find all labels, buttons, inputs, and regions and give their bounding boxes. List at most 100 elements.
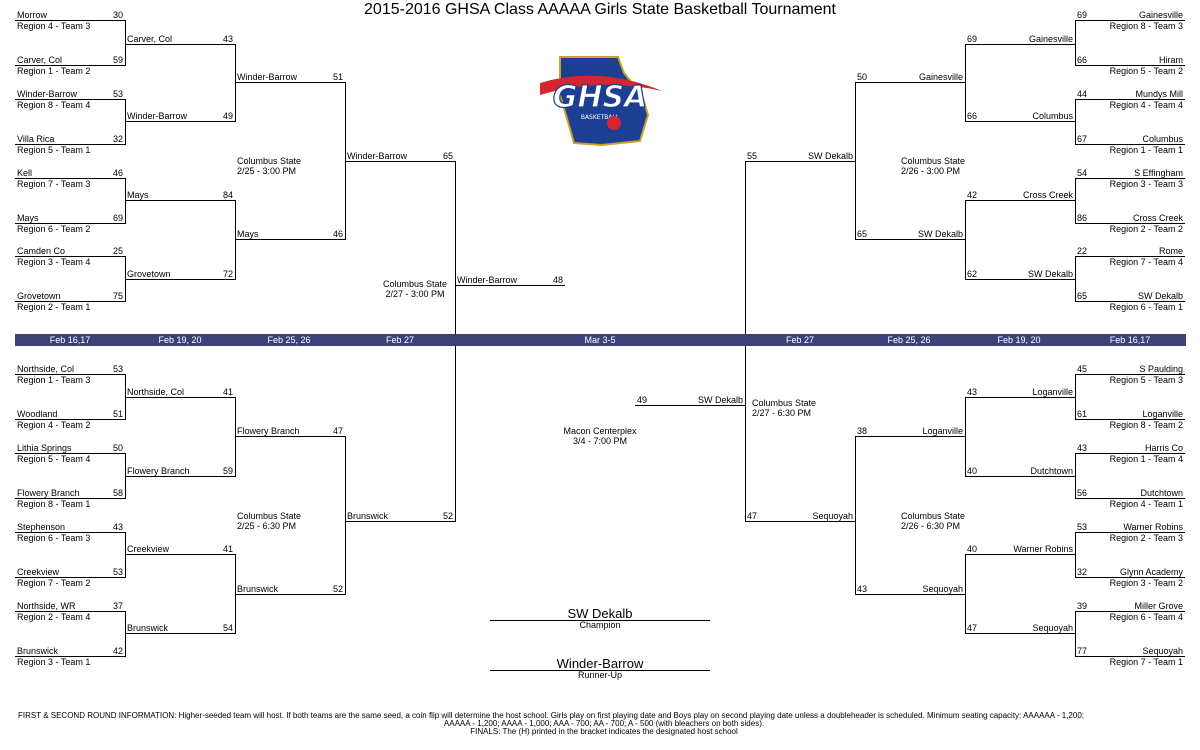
team-score: 52 [442, 511, 453, 521]
team-name: Winder-Barrow [237, 72, 298, 82]
team-seed: Region 6 - Team 3 [17, 533, 91, 543]
team-score: 25 [112, 246, 123, 256]
team-score: 53 [112, 567, 123, 577]
team-score: 65 [442, 151, 453, 161]
champion-team: SW Dekalb [567, 606, 633, 621]
team-name: Camden Co [17, 246, 66, 256]
team-name: Mundys Mill [1135, 89, 1183, 99]
team-score: 53 [1077, 522, 1088, 532]
team-seed: Region 5 - Team 4 [17, 454, 91, 464]
champion-rule [490, 620, 710, 621]
team-seed: Region 7 - Team 3 [17, 179, 91, 189]
champion-label: Champion [579, 620, 621, 630]
team-score: 42 [967, 190, 978, 200]
team-seed: Region 2 - Team 4 [17, 612, 91, 622]
logo-subtext: BASKETBALL [581, 114, 620, 121]
team-name: Morrow [17, 10, 48, 20]
team-score: 53 [112, 89, 123, 99]
team-score: 41 [222, 544, 233, 554]
team-score: 53 [112, 364, 123, 374]
team-seed: Region 8 - Team 3 [1109, 21, 1183, 31]
team-score: 47 [967, 623, 978, 633]
team-score: 48 [552, 275, 563, 285]
venue-name: Columbus State [901, 156, 966, 166]
team-seed: Region 3 - Team 4 [17, 257, 91, 267]
team-seed: Region 2 - Team 2 [1109, 224, 1183, 234]
team-score: 42 [112, 646, 123, 656]
team-name: Flowery Branch [237, 426, 300, 436]
team-name: Stephenson [17, 522, 66, 532]
venue-name: Macon Centerplex [563, 426, 637, 436]
team-seed: Region 1 - Team 1 [1109, 145, 1183, 155]
team-score: 49 [637, 395, 648, 405]
footer-line-2: AAAAA - 1,200; AAAA - 1,000; AAA - 700; … [443, 719, 765, 728]
team-seed: Region 6 - Team 2 [17, 224, 91, 234]
team-score: 65 [1077, 291, 1088, 301]
team-name: Sequoyah [812, 511, 853, 521]
team-name: Kell [17, 168, 33, 178]
team-seed: Region 5 - Team 1 [17, 145, 91, 155]
game-time: 2/25 - 6:30 PM [237, 521, 297, 531]
team-seed: Region 1 - Team 2 [17, 66, 91, 76]
team-name: Flowery Branch [127, 466, 190, 476]
game-time: 2/25 - 3:00 PM [237, 166, 297, 176]
team-name: SW Dekalb [697, 395, 743, 405]
team-score: 69 [112, 213, 123, 223]
team-seed: Region 3 - Team 2 [1109, 578, 1183, 588]
team-seed: Region 8 - Team 4 [17, 100, 91, 110]
runner-up-rule [490, 670, 710, 671]
team-score: 62 [967, 269, 978, 279]
team-name: Winder-Barrow [17, 89, 78, 99]
team-name: Mays [237, 229, 259, 239]
footer-line-1: FIRST & SECOND ROUND INFORMATION: Higher… [18, 711, 1084, 720]
team-score: 43 [1077, 443, 1088, 453]
team-score: 59 [222, 466, 233, 476]
team-name: Carver, Col [127, 34, 173, 44]
team-name: Loganville [1032, 387, 1073, 397]
team-seed: Region 7 - Team 1 [1109, 657, 1183, 667]
team-name: Lithia Springs [17, 443, 72, 453]
team-score: 40 [967, 466, 978, 476]
round-date: Feb 25, 26 [887, 335, 931, 345]
team-name: Northside, Col [127, 387, 185, 397]
runner-up-team: Winder-Barrow [556, 656, 644, 671]
runner-up-label: Runner-Up [577, 670, 623, 680]
team-name: Woodland [17, 409, 58, 419]
team-name: Sequoyah [1142, 646, 1183, 656]
team-seed: Region 7 - Team 2 [17, 578, 91, 588]
round-date: Feb 25, 26 [267, 335, 311, 345]
team-name: Mays [127, 190, 149, 200]
team-score: 43 [857, 584, 868, 594]
team-score: 43 [967, 387, 978, 397]
team-name: Winder-Barrow [347, 151, 408, 161]
team-name: Sequoyah [1032, 623, 1073, 633]
team-score: 58 [112, 488, 123, 498]
team-score: 54 [222, 623, 233, 633]
team-score: 72 [222, 269, 233, 279]
team-name: Sequoyah [922, 584, 963, 594]
team-name: Villa Rica [17, 134, 55, 144]
team-seed: Region 6 - Team 1 [1109, 302, 1183, 312]
team-name: SW Dekalb [917, 229, 963, 239]
team-name: Gainesville [1138, 10, 1183, 20]
team-seed: Region 5 - Team 2 [1109, 66, 1183, 76]
page-title: 2015-2016 GHSA Class AAAAA Girls State B… [364, 1, 836, 18]
team-name: Creekview [127, 544, 170, 554]
team-seed: Region 3 - Team 1 [17, 657, 91, 667]
game-time: 2/27 - 6:30 PM [752, 408, 812, 418]
team-score: 67 [1077, 134, 1088, 144]
team-name: Grovetown [17, 291, 61, 301]
venue-name: Columbus State [237, 511, 302, 521]
team-score: 59 [112, 55, 123, 65]
team-name: Cross Creek [1022, 190, 1073, 200]
team-score: 43 [112, 522, 123, 532]
team-name: Columbus [1032, 111, 1073, 121]
game-time: 2/26 - 3:00 PM [901, 166, 961, 176]
team-seed: Region 1 - Team 3 [17, 375, 91, 385]
round-date: Feb 27 [785, 335, 815, 345]
